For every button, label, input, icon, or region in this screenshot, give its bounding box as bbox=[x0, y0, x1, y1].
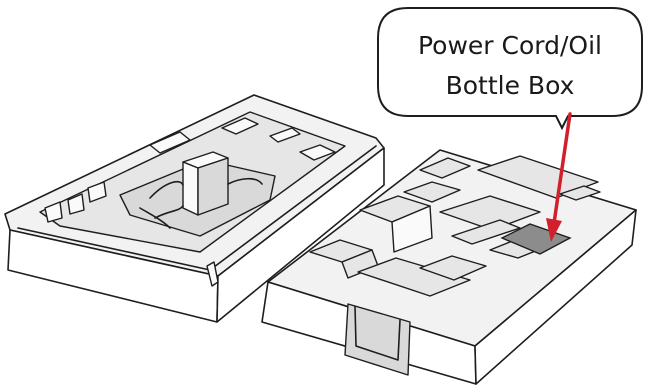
callout-bubble bbox=[378, 8, 642, 128]
callout-label-line2: Bottle Box bbox=[446, 71, 575, 100]
callout-label-line1: Power Cord/Oil bbox=[418, 31, 602, 60]
